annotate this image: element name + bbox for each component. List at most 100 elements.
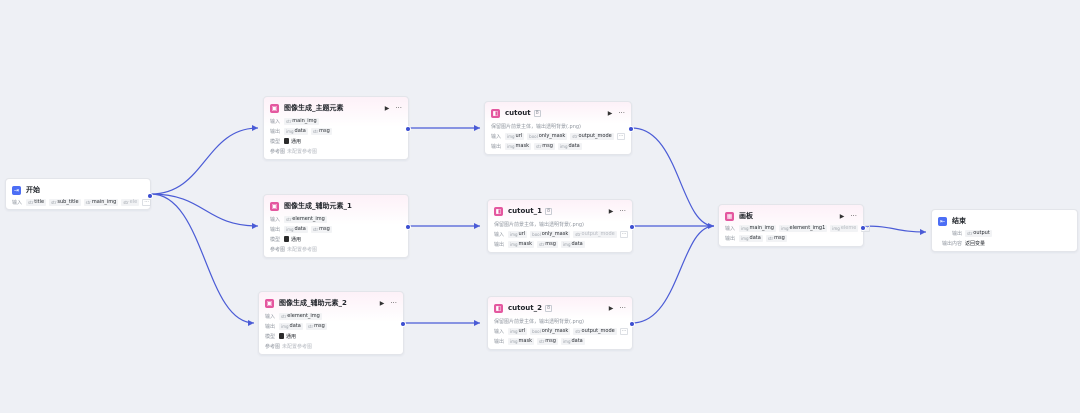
output-label: 输出 [725, 235, 736, 242]
output-port[interactable] [629, 321, 635, 327]
ref-label: 参考图 [270, 246, 286, 253]
arrow-head [248, 320, 254, 326]
run-button[interactable]: ▶ [607, 109, 613, 117]
more-button[interactable]: ··· [618, 109, 625, 117]
node-title: 画板 [739, 212, 753, 220]
node-title: 图像生成_主题元素 [284, 104, 344, 112]
more-button[interactable]: ··· [395, 104, 402, 112]
run-button[interactable]: ▶ [608, 304, 614, 312]
plugin-icon: ◧ [494, 206, 503, 216]
output-label: 输出 [494, 338, 505, 345]
image-icon: ▣ [265, 298, 274, 308]
arrow-head [474, 320, 480, 326]
model-label: 模型 [270, 236, 281, 243]
edge-cutout2-to-canvas [631, 225, 715, 324]
type-tag: str [28, 199, 34, 205]
input-label: 输入 [270, 118, 281, 125]
input-label: 输入 [494, 231, 505, 238]
run-button[interactable]: ▶ [379, 299, 385, 307]
type-tag: img [510, 328, 518, 334]
more-params-button[interactable]: ··· [619, 327, 629, 335]
model-value: 通用 [291, 138, 302, 145]
edge-start-to-image-aux1 [150, 193, 259, 227]
start-icon: ⇥ [12, 185, 21, 195]
version-badge: 8 [533, 109, 541, 117]
type-tag: str [572, 133, 578, 139]
type-tag: str [538, 241, 545, 247]
node-title: cutout_2 [508, 304, 542, 312]
more-button[interactable]: ··· [619, 304, 626, 312]
cutout-2-node[interactable]: ◧ cutout_2 8 ▶··· 保留图片前景主体，输出透明背景(.png) … [487, 296, 635, 350]
output-port[interactable] [628, 126, 634, 132]
output-label: 输出 [491, 143, 502, 150]
more-button[interactable]: ··· [619, 207, 626, 215]
output-label: 输出 [494, 241, 505, 248]
type-tag: str [575, 328, 581, 334]
run-button[interactable]: ▶ [384, 104, 390, 112]
output-label: 输出 [270, 226, 281, 233]
type-tag: str [535, 143, 542, 149]
output-label: 输出 [270, 128, 281, 135]
output-port[interactable] [400, 321, 406, 327]
more-button[interactable]: ··· [850, 212, 857, 220]
more-params-button[interactable]: ··· [616, 132, 626, 140]
edge-cutout-to-canvas [631, 127, 715, 227]
cutout-node[interactable]: ◧ cutout 8 ▶··· 保留图片前景主体，输出透明背景(.png) 输入… [484, 101, 634, 155]
node-title: 开始 [26, 186, 40, 194]
output-port[interactable] [860, 225, 866, 231]
ref-value: 未配置参考图 [282, 343, 313, 350]
output-port[interactable] [405, 126, 411, 132]
output-port[interactable] [405, 224, 411, 230]
ref-label: 参考图 [265, 343, 281, 350]
run-button[interactable]: ▶ [839, 212, 845, 220]
type-tag: img [507, 133, 515, 139]
ref-value: 未配置参考图 [287, 246, 318, 253]
cutout-1-node[interactable]: ◧ cutout_1 8 ▶··· 保留图片前景主体，输出透明背景(.png) … [487, 199, 635, 253]
run-button[interactable]: ▶ [608, 207, 614, 215]
input-label: 输入 [725, 225, 736, 232]
content-value: 返回变量 [965, 240, 986, 247]
output-port[interactable] [147, 193, 153, 199]
type-tag: img [286, 128, 294, 134]
input-label: 输入 [270, 216, 281, 223]
arrow-head [920, 229, 926, 235]
node-title: 结束 [952, 217, 966, 225]
output-port[interactable] [629, 224, 635, 230]
type-tag: str [312, 128, 319, 134]
node-title: cutout_1 [508, 207, 542, 215]
output-var-label: 输出 [951, 230, 962, 237]
type-tag: img [510, 241, 518, 247]
arrow-head [252, 125, 258, 131]
type-tag: str [967, 230, 973, 236]
node-title: 图像生成_辅助元素_1 [284, 202, 352, 210]
model-icon [284, 236, 289, 242]
image-icon: ▣ [270, 103, 279, 113]
model-label: 模型 [270, 138, 281, 145]
more-button[interactable]: ··· [390, 299, 397, 307]
more-params-button[interactable]: ··· [619, 230, 629, 238]
more-params-button[interactable]: ··· [142, 198, 151, 206]
input-label: 输入 [265, 313, 276, 320]
